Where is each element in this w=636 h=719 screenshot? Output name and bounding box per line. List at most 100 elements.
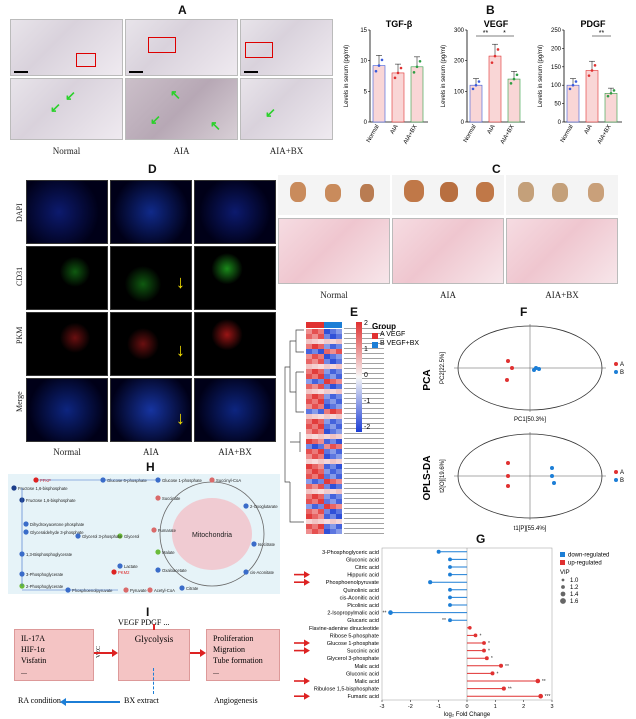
panel-h-label: H bbox=[146, 460, 155, 474]
heatmap-cell bbox=[312, 519, 318, 524]
vip-value: 1.2 bbox=[570, 585, 579, 591]
heatmap-cell bbox=[324, 514, 330, 519]
heatmap-cell bbox=[312, 439, 318, 444]
heatmap-cell bbox=[330, 464, 336, 469]
data-point bbox=[374, 69, 378, 73]
chart-title: TGF-β bbox=[386, 19, 413, 29]
panel-c-label: C bbox=[492, 162, 501, 176]
heatmap-cell bbox=[306, 354, 312, 359]
heatmap-cell bbox=[312, 384, 318, 389]
heatmap-cell bbox=[306, 454, 312, 459]
pathway-node bbox=[155, 549, 161, 555]
heatmap-cell bbox=[324, 339, 330, 344]
lollipop-head bbox=[535, 678, 541, 684]
heatmap-cell bbox=[336, 404, 342, 409]
heatmap-cell bbox=[318, 494, 324, 499]
fluo-pkm-bx bbox=[194, 312, 276, 376]
group-label-aia: AIA bbox=[440, 290, 456, 300]
heatmap-row-labels bbox=[344, 328, 389, 534]
heatmap-cell bbox=[306, 334, 312, 339]
heatmap-cell bbox=[306, 449, 312, 454]
heatmap-cell bbox=[336, 344, 342, 349]
heatmap-cell bbox=[324, 469, 330, 474]
heatmap-cell bbox=[330, 459, 336, 464]
vip-marker bbox=[560, 591, 566, 597]
lollipop-head bbox=[484, 656, 489, 661]
pathway-node-label: Acetyl-CoA bbox=[154, 588, 175, 593]
heatmap-cell bbox=[336, 419, 342, 424]
heatmap-cell bbox=[330, 454, 336, 459]
center-box: Glycolysis bbox=[118, 629, 190, 681]
bar bbox=[507, 78, 521, 123]
heatmap-cell bbox=[312, 464, 318, 469]
pathway-node-label: PKM2 bbox=[118, 570, 130, 575]
he-section-bx bbox=[506, 218, 618, 284]
y-tick-label: 200 bbox=[551, 46, 562, 52]
heatmap-cell bbox=[336, 424, 342, 429]
heatmap-cell bbox=[312, 509, 318, 514]
heatmap-cell bbox=[312, 419, 318, 424]
lollipop-head bbox=[482, 648, 486, 653]
data-point bbox=[477, 80, 481, 83]
heatmap-cell bbox=[306, 479, 312, 484]
group-label-aia: AIA bbox=[143, 447, 159, 457]
x-tick-label: AIA+BX bbox=[597, 124, 613, 145]
heatmap-cell bbox=[318, 439, 324, 444]
panel-e-label: E bbox=[350, 305, 359, 319]
pathway-node bbox=[243, 569, 249, 575]
heatmap-cell bbox=[318, 424, 324, 429]
pathway-node-label: Oxaloacetate bbox=[162, 568, 187, 573]
y-tick-label: 250 bbox=[551, 28, 562, 34]
heatmap-cell bbox=[312, 389, 318, 394]
heatmap-cell bbox=[330, 434, 336, 439]
metabolite-label: Picolinic acid bbox=[347, 603, 379, 609]
heatmap-cell bbox=[306, 484, 312, 489]
micrograph-a-normal-top bbox=[10, 19, 123, 76]
heatmap-cell bbox=[324, 369, 330, 374]
vip-marker bbox=[560, 598, 566, 604]
heatmap-cell bbox=[330, 449, 336, 454]
heatmap-cell bbox=[336, 504, 342, 509]
pathway-node-label: Glycerol bbox=[124, 534, 139, 539]
heatmap-cell bbox=[318, 449, 324, 454]
heatmap-cell bbox=[330, 384, 336, 389]
heatmap-cell bbox=[306, 409, 312, 414]
heatmap-cell bbox=[324, 444, 330, 449]
group-label-aia: AIA bbox=[173, 146, 190, 156]
pca-x-label: PC1[50.3%] bbox=[514, 417, 546, 423]
metabolite-label: 2-Isopropylmalic acid bbox=[327, 611, 379, 617]
pathway-node-label: Pyruvate bbox=[130, 588, 147, 593]
heatmap-cell bbox=[306, 349, 312, 354]
heatmap-cell bbox=[306, 489, 312, 494]
pathway-node-label: Succinate bbox=[162, 496, 181, 501]
pathway-node-label: Malate bbox=[162, 550, 175, 555]
heatmap-cell bbox=[324, 359, 330, 364]
heatmap-cell bbox=[306, 499, 312, 504]
heatmap-cell bbox=[318, 474, 324, 479]
opls-y-label: t2[O][19.6%] bbox=[440, 459, 446, 493]
arrow-right bbox=[94, 652, 116, 654]
heatmap-cell bbox=[312, 444, 318, 449]
heatmap-cell bbox=[330, 514, 336, 519]
data-point bbox=[568, 87, 572, 91]
he-section-aia bbox=[392, 218, 504, 284]
heatmap-cell bbox=[324, 529, 330, 534]
green-arrow-icon: ↙ bbox=[150, 112, 161, 127]
heatmap-cell bbox=[318, 354, 324, 359]
roi-box bbox=[245, 42, 273, 58]
heatmap-cell bbox=[324, 429, 330, 434]
heatmap-cell bbox=[306, 359, 312, 364]
scale-bar bbox=[14, 71, 28, 73]
joint-sample bbox=[290, 182, 306, 202]
heatmap-cell bbox=[312, 369, 318, 374]
heatmap-cell bbox=[318, 434, 324, 439]
heatmap-cell bbox=[324, 329, 330, 334]
pathway-node bbox=[155, 567, 161, 573]
pathway-node bbox=[209, 477, 215, 483]
heatmap-cell bbox=[312, 449, 318, 454]
heatmap-cell bbox=[306, 464, 312, 469]
lollipop-head bbox=[388, 610, 393, 615]
data-point bbox=[512, 77, 516, 81]
metabolite-label: Malic acid bbox=[355, 679, 379, 685]
y-axis-label: Levels in serum (pg/ml) bbox=[538, 45, 544, 107]
